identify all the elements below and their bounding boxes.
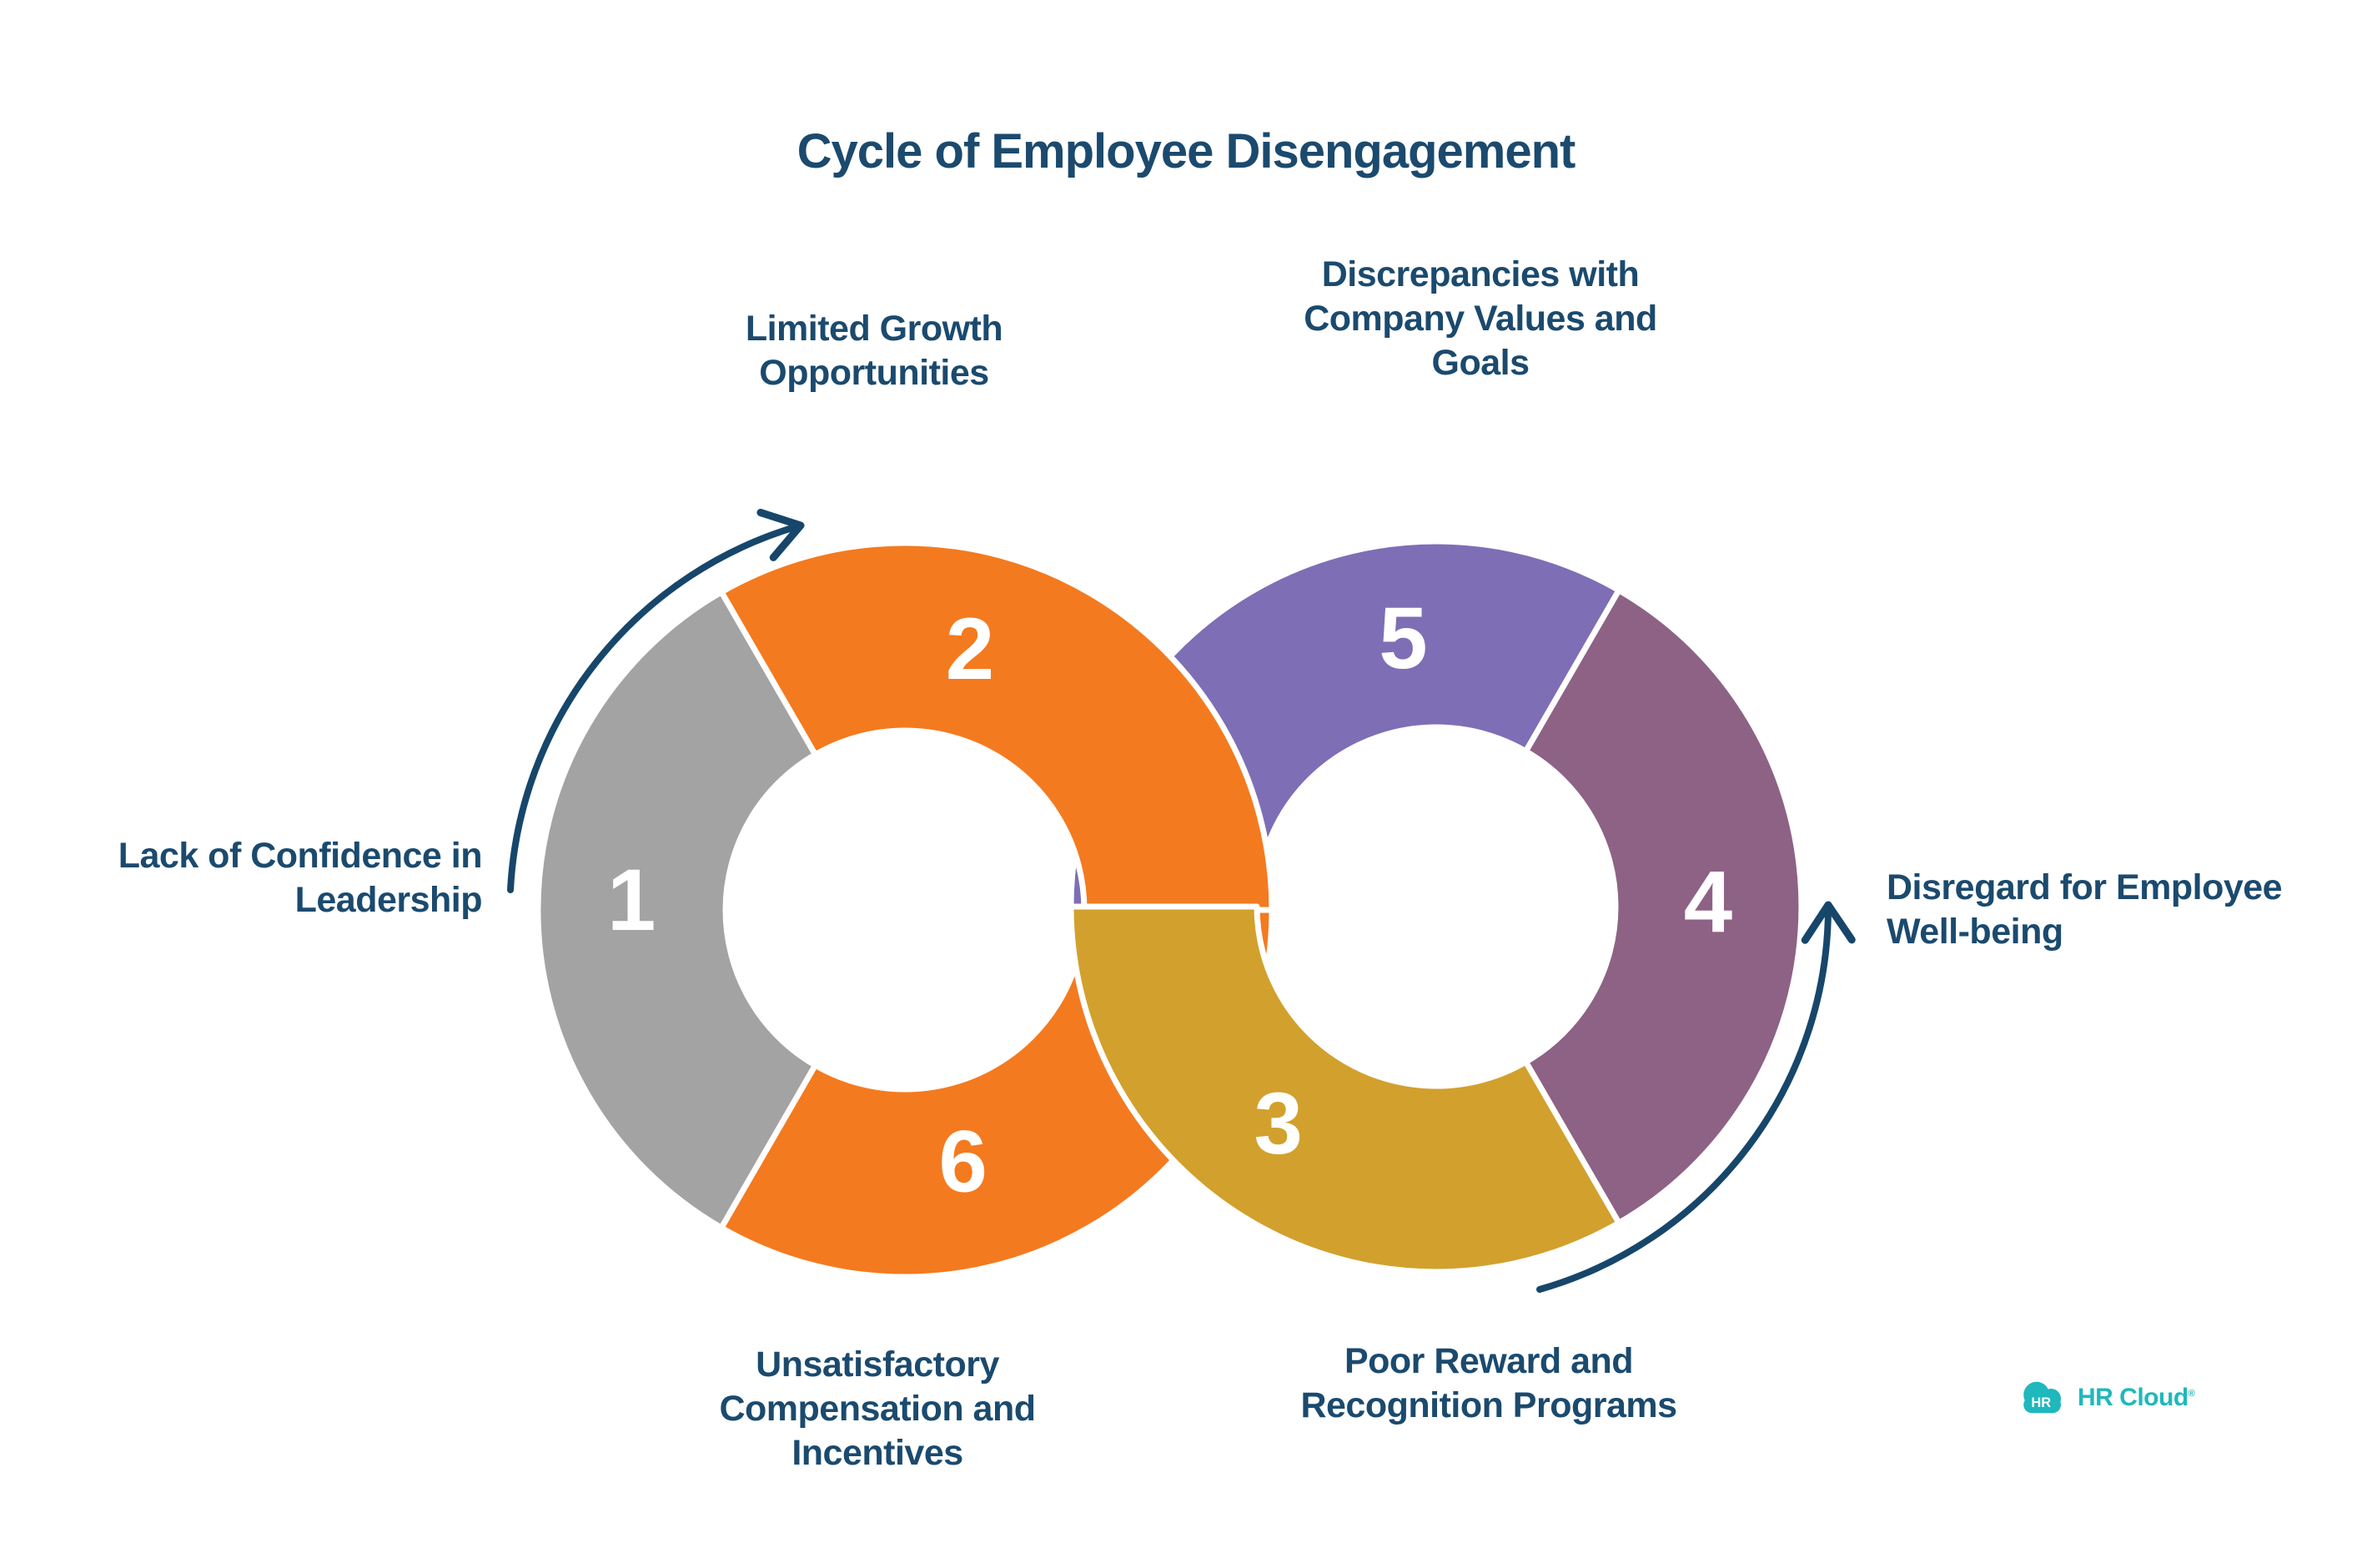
label-line: Lack of Confidence in xyxy=(118,836,483,876)
label-line: Limited Growth xyxy=(745,309,1003,349)
cloud-icon: HR xyxy=(2023,1381,2062,1414)
segment-4 xyxy=(1523,587,1805,1226)
label-line: Unsatisfactory xyxy=(756,1344,999,1385)
segment-number-1: 1 xyxy=(607,852,656,949)
cloud-hr-text: HR xyxy=(2031,1395,2051,1410)
segment-number-3: 3 xyxy=(1254,1075,1302,1173)
label-line: Disregard for Employee xyxy=(1887,867,2283,907)
label-line: Discrepancies with xyxy=(1321,254,1640,294)
label-lack-of-confidence: Lack of Confidence in Leadership xyxy=(118,834,483,922)
segment-number-5: 5 xyxy=(1379,590,1427,687)
segment-number-6: 6 xyxy=(938,1113,987,1211)
label-line: Incentives xyxy=(792,1433,963,1473)
page-title: Cycle of Employee Disengagement xyxy=(797,124,1576,178)
hrcloud-logo: HR HR Cloud® xyxy=(2017,1378,2195,1418)
label-disregard-wellbeing: Disregard for Employee Well-being xyxy=(1887,866,2283,954)
label-line: Poor Reward and xyxy=(1344,1341,1634,1381)
label-unsatisfactory-compensation: Unsatisfactory Compensation and Incentiv… xyxy=(719,1343,1036,1475)
segment-number-2: 2 xyxy=(946,601,994,698)
segment-1 xyxy=(535,589,818,1231)
label-limited-growth: Limited Growth Opportunities xyxy=(746,307,1003,395)
label-line: Company Values and xyxy=(1304,299,1657,339)
registered-mark: ® xyxy=(2188,1389,2195,1399)
label-line: Leadership xyxy=(294,880,483,920)
label-line: Goals xyxy=(1431,343,1530,383)
label-line: Compensation and xyxy=(719,1389,1036,1429)
label-discrepancies: Discrepancies with Company Values and Go… xyxy=(1304,253,1657,385)
segment-2 xyxy=(718,540,1275,913)
label-line: Opportunities xyxy=(759,353,989,393)
arrow-3-to-4 xyxy=(1536,901,1856,1293)
label-line: Well-being xyxy=(1887,912,2063,952)
hrcloud-brand-text: HR Cloud® xyxy=(2078,1384,2195,1411)
label-poor-reward: Poor Reward and Recognition Programs xyxy=(1300,1339,1677,1428)
label-line: Recognition Programs xyxy=(1300,1385,1677,1425)
segment-number-4: 4 xyxy=(1684,853,1732,951)
segment-3 xyxy=(1068,903,1622,1275)
arrow-1-to-2 xyxy=(507,509,805,893)
